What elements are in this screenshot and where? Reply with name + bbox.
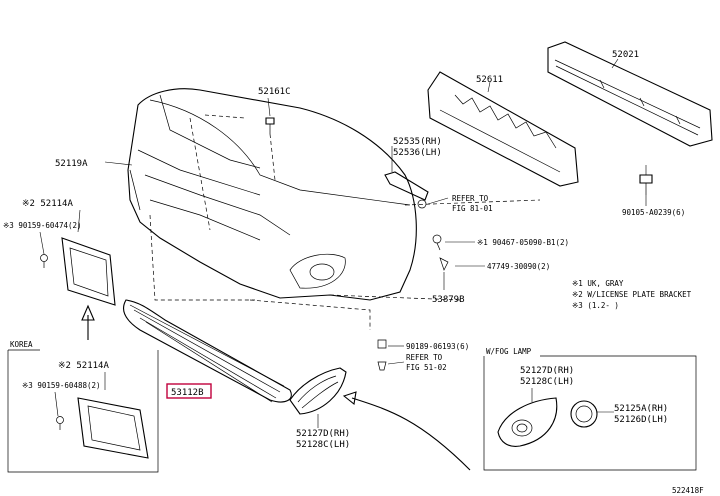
note-2: ※2 W/LICENSE PLATE BRACKET xyxy=(572,290,692,299)
screw-47749[interactable] xyxy=(439,257,449,271)
label-52021: 52021 xyxy=(612,50,639,60)
label-90105: 90105-A0239(6) xyxy=(622,208,685,217)
license-plate-bracket-korea[interactable] xyxy=(77,397,149,459)
side-bracket[interactable] xyxy=(384,171,429,209)
fog-lamp-box xyxy=(483,355,697,471)
clip-90189[interactable] xyxy=(377,339,387,371)
label-52119a: 52119A xyxy=(55,159,88,169)
label-90159-korea: ※3 90159-60488(2) xyxy=(22,381,101,390)
label-90467: ※1 90467-05090-B1(2) xyxy=(477,238,569,247)
clip-52161c[interactable] xyxy=(265,117,275,134)
label-52535: 52535(RH) xyxy=(393,137,442,147)
label-52536: 52536(LH) xyxy=(393,148,442,158)
label-refer-51-02b: FIG 51-02 xyxy=(406,363,447,372)
note-3: ※3 (1.2- ) xyxy=(572,301,619,310)
label-53879b: 53879B xyxy=(432,295,465,305)
label-52127d-main: 52127D(RH) xyxy=(296,429,350,439)
note-1: ※1 UK, GRAY xyxy=(572,279,624,288)
license-plate-bracket-top[interactable] xyxy=(61,237,116,306)
figure-code: 522418F xyxy=(672,486,704,495)
label-47749: 47749-30090(2) xyxy=(487,262,550,271)
highlight-53112b xyxy=(166,383,212,399)
label-refer-81-01b: FIG 81-01 xyxy=(452,204,493,213)
label-90159-top: ※3 90159-60474(2) xyxy=(3,221,82,230)
fog-lamp-cover[interactable] xyxy=(289,367,347,415)
label-refer-51-02a: REFER TO xyxy=(406,353,443,362)
arrow-up-icon xyxy=(81,304,95,340)
label-52126d: 52126D(LH) xyxy=(614,415,668,425)
label-52125a: 52125A(RH) xyxy=(614,404,668,414)
screw-90159-korea[interactable] xyxy=(56,416,64,431)
label-korea: KOREA xyxy=(10,340,33,349)
bumper-reinforcement[interactable] xyxy=(547,41,713,147)
clip-90467[interactable] xyxy=(432,234,442,251)
screw-90159-top[interactable] xyxy=(40,254,48,269)
label-52127d-box: 52127D(RH) xyxy=(520,366,574,376)
fog-lamp-cover-with-hole[interactable] xyxy=(497,397,558,447)
korea-box xyxy=(7,349,159,473)
energy-absorber[interactable] xyxy=(427,71,579,187)
curved-arrow-icon xyxy=(342,391,471,471)
bumper-cover[interactable] xyxy=(127,88,417,301)
fog-lamp-ring[interactable] xyxy=(570,400,598,428)
label-52128c-box: 52128C(LH) xyxy=(520,377,574,387)
bolt-90105[interactable] xyxy=(639,174,653,195)
label-52114a-korea: ※2 52114A xyxy=(58,361,109,371)
label-52128c-main: 52128C(LH) xyxy=(296,440,350,450)
label-52114a-top: ※2 52114A xyxy=(22,199,73,209)
label-52611: 52611 xyxy=(476,75,503,85)
label-52161c: 52161C xyxy=(258,87,291,97)
lower-grille[interactable] xyxy=(122,299,292,403)
label-53112b: 53112B xyxy=(171,388,204,398)
label-wfog: W/FOG LAMP xyxy=(486,347,532,356)
label-refer-81-01a: REFER TO xyxy=(452,194,489,203)
label-90189: 90189-06193(6) xyxy=(406,342,469,351)
